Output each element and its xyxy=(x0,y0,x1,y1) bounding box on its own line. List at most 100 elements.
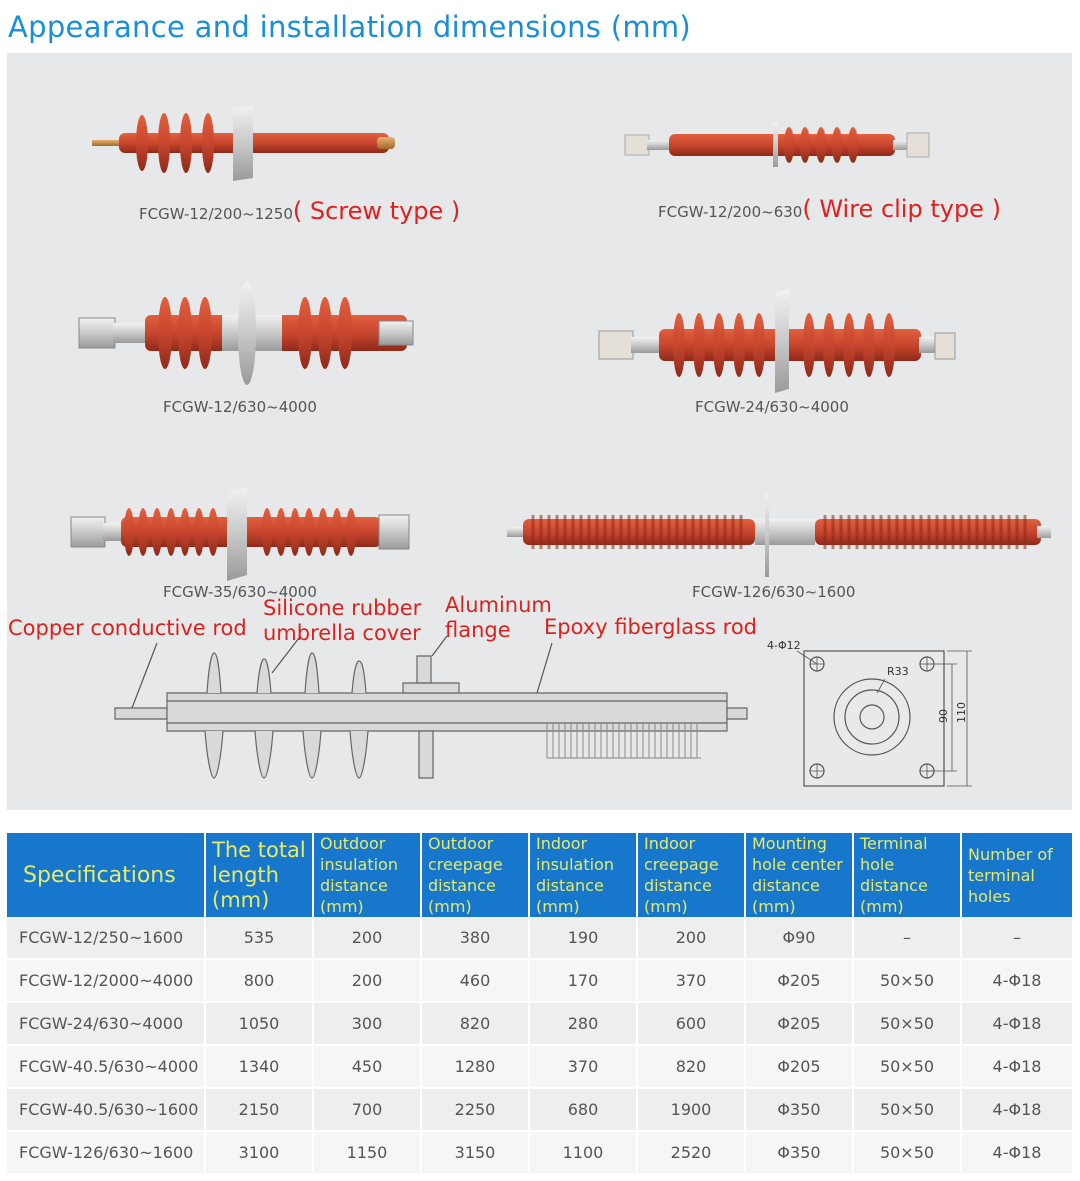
caption-screw-type: FCGW-12/200~1250( Screw type ) xyxy=(139,197,460,225)
cell: 200 xyxy=(313,959,422,1003)
cell: 1100 xyxy=(529,1131,638,1175)
holes-dimension-label: 4-Φ12 xyxy=(767,639,801,652)
cell: Φ90 xyxy=(745,917,854,960)
caption-126-630-1600: FCGW-126/630~1600 xyxy=(692,583,856,601)
cell: 300 xyxy=(313,1002,422,1046)
cell: 820 xyxy=(637,1045,746,1089)
cell: 460 xyxy=(421,959,530,1003)
table-row: FCGW-40.5/630~4000 1340 450 1280 370 820… xyxy=(7,1045,1072,1089)
cell: Φ205 xyxy=(745,1045,854,1089)
cell: 700 xyxy=(313,1088,422,1132)
cell: 2150 xyxy=(205,1088,314,1132)
table-row: FCGW-12/2000~4000 800 200 460 170 370 Φ2… xyxy=(7,959,1072,1003)
cell: 4-Φ18 xyxy=(961,1088,1072,1132)
cell: 600 xyxy=(637,1002,746,1046)
inner-dimension-label: 90 xyxy=(937,709,950,723)
flange-plan-diagram xyxy=(796,650,972,787)
cell: 380 xyxy=(421,917,530,960)
header-mounting-hole: Mounting hole center distance (mm) xyxy=(745,833,854,917)
type-note: ( Screw type ) xyxy=(292,197,461,225)
cell: 50×50 xyxy=(853,1131,962,1175)
cell: 170 xyxy=(529,959,638,1003)
cell: 200 xyxy=(637,917,746,960)
cell: 1280 xyxy=(421,1045,530,1089)
caption-35-630-4000: FCGW-35/630~4000 xyxy=(163,583,317,601)
cell: 1150 xyxy=(313,1131,422,1175)
cell: Φ205 xyxy=(745,959,854,1003)
type-note: ( Wire clip type ) xyxy=(802,195,1001,223)
cell: 4-Φ18 xyxy=(961,1002,1072,1046)
cell: Φ205 xyxy=(745,1002,854,1046)
cell: 1900 xyxy=(637,1088,746,1132)
cell: 3150 xyxy=(421,1131,530,1175)
cell: 820 xyxy=(421,1002,530,1046)
cell: 190 xyxy=(529,917,638,960)
header-number-holes: Number of terminal holes xyxy=(961,833,1072,917)
cell: 280 xyxy=(529,1002,638,1046)
cell: 4-Φ18 xyxy=(961,1131,1072,1175)
cell: 535 xyxy=(205,917,314,960)
model-label: FCGW-12/200~630 xyxy=(658,203,803,221)
cell-spec: FCGW-40.5/630~4000 xyxy=(7,1045,206,1089)
cell: 50×50 xyxy=(853,1088,962,1132)
cell: 50×50 xyxy=(853,1045,962,1089)
copper-rod-label: Copper conductive rod xyxy=(8,616,247,640)
cell-spec: FCGW-12/250~1600 xyxy=(7,917,206,960)
cell: 1050 xyxy=(205,1002,314,1046)
cell-spec: FCGW-12/2000~4000 xyxy=(7,959,206,1003)
cell-spec: FCGW-24/630~4000 xyxy=(7,1002,206,1046)
table-row: FCGW-24/630~4000 1050 300 820 280 600 Φ2… xyxy=(7,1002,1072,1046)
cell: 200 xyxy=(313,917,422,960)
cell: 370 xyxy=(637,959,746,1003)
caption-12-630-4000: FCGW-12/630~4000 xyxy=(163,398,317,416)
caption-wire-clip-type: FCGW-12/200~630( Wire clip type ) xyxy=(658,195,1001,223)
header-specifications: Specifications xyxy=(7,833,206,917)
caption-24-630-4000: FCGW-24/630~4000 xyxy=(695,398,849,416)
outer-dimension-label: 110 xyxy=(955,702,968,723)
cell: – xyxy=(961,917,1072,960)
product-image-panel: 4-Φ12 R33 90 110 FCGW-12/200~1250( Screw… xyxy=(7,53,1072,810)
cell-spec: FCGW-126/630~1600 xyxy=(7,1131,206,1175)
header-total-length: The total length (mm) xyxy=(205,833,314,917)
header-indoor-insulation: Indoor insulation distance (mm) xyxy=(529,833,638,917)
model-label: FCGW-12/200~1250 xyxy=(139,205,293,223)
cell: 370 xyxy=(529,1045,638,1089)
cell: 680 xyxy=(529,1088,638,1132)
epoxy-rod-label: Epoxy fiberglass rod xyxy=(544,615,758,639)
silicone-label-line1: Silicone rubber xyxy=(263,596,422,620)
cell: 4-Φ18 xyxy=(961,1045,1072,1089)
table-row: FCGW-126/630~1600 3100 1150 3150 1100 25… xyxy=(7,1131,1072,1175)
cell: Φ350 xyxy=(745,1131,854,1175)
aluminum-label-line2: flange xyxy=(445,618,511,642)
specifications-table: Specifications The total length (mm) Out… xyxy=(7,833,1072,1175)
header-outdoor-insulation: Outdoor insulation distance (mm) xyxy=(313,833,422,917)
insulator-12-630-4000-image xyxy=(78,281,414,385)
cell: 50×50 xyxy=(853,959,962,1003)
insulator-screw-type-image xyxy=(92,105,395,181)
aluminum-label-line1: Aluminum xyxy=(445,593,552,617)
cell: 1340 xyxy=(205,1045,314,1089)
cell: 2520 xyxy=(637,1131,746,1175)
header-terminal-hole: Terminal hole distance (mm) xyxy=(853,833,962,917)
cell: 50×50 xyxy=(853,1002,962,1046)
cell: 800 xyxy=(205,959,314,1003)
insulator-illustrations: 4-Φ12 R33 90 110 xyxy=(70,105,1051,787)
cross-section-diagram xyxy=(114,635,748,779)
cell: – xyxy=(853,917,962,960)
cell: Φ350 xyxy=(745,1088,854,1132)
insulator-126-630-1600-image xyxy=(507,493,1051,577)
cell-spec: FCGW-40.5/630~1600 xyxy=(7,1088,206,1132)
insulator-35-630-4000-image xyxy=(70,487,410,581)
table-row: FCGW-12/250~1600 535 200 380 190 200 Φ90… xyxy=(7,917,1072,960)
header-outdoor-creepage: Outdoor creepage distance (mm) xyxy=(421,833,530,917)
cell: 4-Φ18 xyxy=(961,959,1072,1003)
table-row: FCGW-40.5/630~1600 2150 700 2250 680 190… xyxy=(7,1088,1072,1132)
page-title: Appearance and installation dimensions (… xyxy=(8,10,692,44)
table-header-row: Specifications The total length (mm) Out… xyxy=(7,833,1072,917)
insulator-wire-clip-type-image xyxy=(624,123,930,167)
cell: 2250 xyxy=(421,1088,530,1132)
insulator-24-630-4000-image xyxy=(598,289,956,393)
header-indoor-creepage: Indoor creepage distance (mm) xyxy=(637,833,746,917)
silicone-label-line2: umbrella cover xyxy=(263,621,421,645)
cell: 450 xyxy=(313,1045,422,1089)
